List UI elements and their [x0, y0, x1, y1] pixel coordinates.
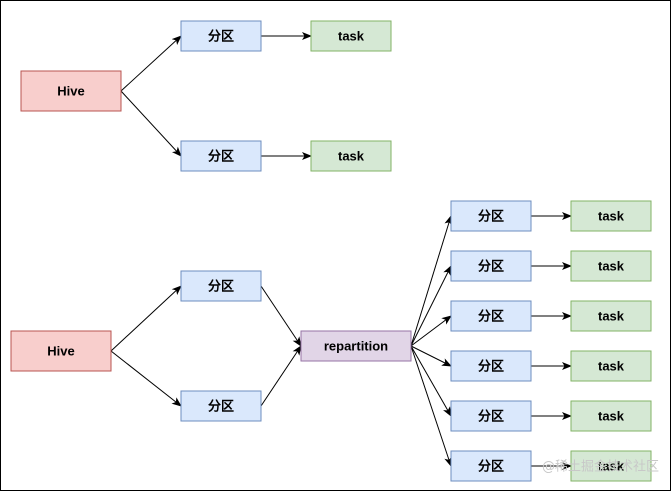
partition-node-top-2-box	[180, 140, 262, 172]
repartition-node-label: repartition	[324, 339, 388, 354]
edge-repartition-to-partition-3	[410, 315, 452, 347]
repartition-output-partition-4-box	[450, 350, 532, 382]
repartition-output-task-1-box	[570, 200, 652, 232]
edge-repartition-to-partition-4	[410, 345, 452, 367]
repartition-output-task-3-box	[570, 300, 652, 332]
repartition-output-task-6-label: task	[598, 459, 625, 474]
partition-node-top-1-label: 分区	[208, 29, 234, 44]
task-node-top-1-label: task	[338, 29, 365, 44]
hive-node-bottom-label: Hive	[47, 344, 74, 359]
repartition-output-partition-3-label: 分区	[478, 309, 504, 324]
partition-node-bottom-2-label: 分区	[208, 399, 234, 414]
repartition-output-partition-6-label: 分区	[478, 459, 504, 474]
task-node-top-2-box	[310, 140, 392, 172]
repartition-output-partition-1-label: 分区	[478, 209, 504, 224]
partition-node-top-2-label: 分区	[208, 149, 234, 164]
repartition-output-task-4-label: task	[598, 359, 625, 374]
edge-partition-bottom-2-to-repartition	[260, 345, 302, 407]
repartition-output-partition-3-box	[450, 300, 532, 332]
edge-partition-bottom-1-to-repartition	[260, 285, 302, 347]
hive-node-top-box	[20, 70, 122, 112]
edge-repartition-to-partition-1	[410, 215, 453, 347]
repartition-output-partition-5-label: 分区	[478, 409, 504, 424]
edge-hive-bottom-to-partition-1	[110, 285, 182, 352]
edge-hive-top-to-partition-2	[120, 90, 182, 157]
repartition-output-task-6-box	[570, 450, 652, 482]
hive-node-bottom-box	[10, 330, 112, 372]
repartition-output-task-3-label: task	[598, 309, 625, 324]
task-node-top-2-label: task	[338, 149, 365, 164]
edge-hive-top-to-partition-1	[120, 35, 182, 92]
watermark-text: @稀土掘金技术社区	[542, 459, 659, 475]
repartition-output-task-5-box	[570, 400, 652, 432]
repartition-output-partition-5-box	[450, 400, 532, 432]
edge-repartition-to-partition-2	[410, 265, 452, 347]
repartition-output-task-1-label: task	[598, 209, 625, 224]
repartition-output-task-4-box	[570, 350, 652, 382]
partition-node-bottom-2-box	[180, 390, 262, 422]
repartition-output-partition-2-box	[450, 250, 532, 282]
partition-node-top-1-box	[180, 20, 262, 52]
repartition-output-task-2-box	[570, 250, 652, 282]
edge-hive-bottom-to-partition-2	[110, 350, 182, 407]
edges-layer	[110, 32, 572, 470]
task-node-top-1-box	[310, 20, 392, 52]
edge-repartition-to-partition-6	[410, 345, 452, 467]
repartition-output-task-5-label: task	[598, 409, 625, 424]
partition-node-bottom-1-box	[180, 270, 262, 302]
repartition-node-box	[300, 330, 412, 362]
partition-node-bottom-1-label: 分区	[208, 279, 234, 294]
repartition-output-task-2-label: task	[598, 259, 625, 274]
hive-node-top-label: Hive	[57, 84, 84, 99]
repartition-output-partition-2-label: 分区	[478, 259, 504, 274]
repartition-output-partition-4-label: 分区	[478, 359, 504, 374]
repartition-output-partition-6-box	[450, 450, 532, 482]
edge-repartition-to-partition-5	[410, 345, 452, 417]
repartition-output-partition-1-box	[450, 200, 532, 232]
